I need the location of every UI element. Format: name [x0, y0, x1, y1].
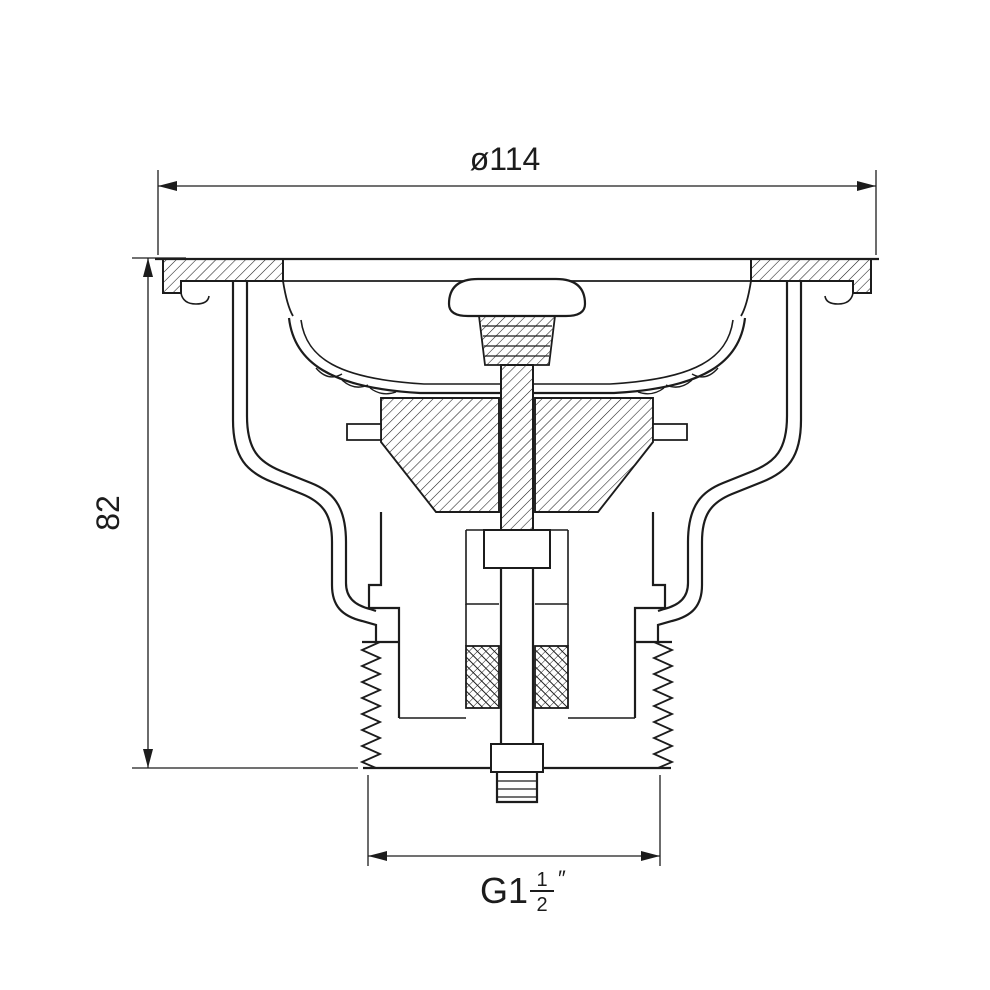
thread-label-prefix: G1	[480, 870, 528, 911]
perforation-arc	[691, 367, 719, 378]
tail-coupler	[490, 743, 544, 773]
tail-pipe-outline	[495, 772, 539, 804]
perforation-arc	[341, 379, 369, 388]
stem-nut	[483, 529, 551, 569]
knob-cap	[447, 277, 587, 318]
dim-top-label: ø114	[470, 141, 541, 177]
housing-step-right	[633, 512, 667, 642]
thread-collar-left	[359, 641, 383, 769]
dimension-top	[157, 170, 877, 255]
knob-thread-lines	[482, 325, 552, 357]
outer-wall-left-inner	[245, 281, 377, 613]
arrowhead-left	[368, 851, 387, 861]
arrowhead-left	[158, 181, 177, 191]
flange-right-clip	[824, 292, 854, 305]
thread-fraction-denominator: 2	[536, 894, 547, 916]
bowl-perforations	[315, 367, 719, 395]
outer-wall-right-inner	[657, 281, 789, 613]
dimension-left	[132, 257, 358, 769]
knob-thread-neck	[477, 315, 557, 366]
perforation-arc	[369, 387, 397, 395]
thread-label: G1 1 2 ″	[480, 866, 566, 916]
flange-right-section	[750, 258, 872, 294]
thread-collar-right	[651, 641, 675, 769]
outer-wall-right-outline	[656, 281, 803, 642]
wing-tab-right	[652, 423, 688, 441]
arrowhead-top	[143, 258, 153, 277]
cone-right-section	[534, 397, 654, 513]
thread-fraction-numerator: 1	[536, 869, 547, 891]
arrowhead-bottom	[143, 749, 153, 768]
arrowhead-right	[641, 851, 660, 861]
seal-right	[534, 645, 569, 709]
strainer-body	[155, 257, 879, 804]
perforation-arc	[637, 387, 665, 395]
bowl-rim-left-join	[282, 280, 294, 317]
housing-step-left	[367, 512, 401, 642]
flange-left-section	[162, 258, 284, 294]
bowl-rim-right-join	[740, 280, 752, 317]
seal-left	[465, 645, 500, 709]
outer-wall-left-outline	[231, 281, 378, 642]
tail-pipe-threads	[497, 780, 537, 798]
cone-left-section	[380, 397, 500, 513]
thread-unit-mark: ″	[558, 866, 566, 891]
perforation-arc	[315, 367, 343, 378]
dim-left-label: 82	[90, 495, 126, 531]
wing-tab-left	[346, 423, 382, 441]
flange-left-clip	[180, 292, 210, 305]
arrowhead-right	[857, 181, 876, 191]
stem-threaded-section	[500, 364, 534, 531]
perforation-arc	[665, 379, 693, 388]
dimension-bottom	[367, 775, 661, 866]
